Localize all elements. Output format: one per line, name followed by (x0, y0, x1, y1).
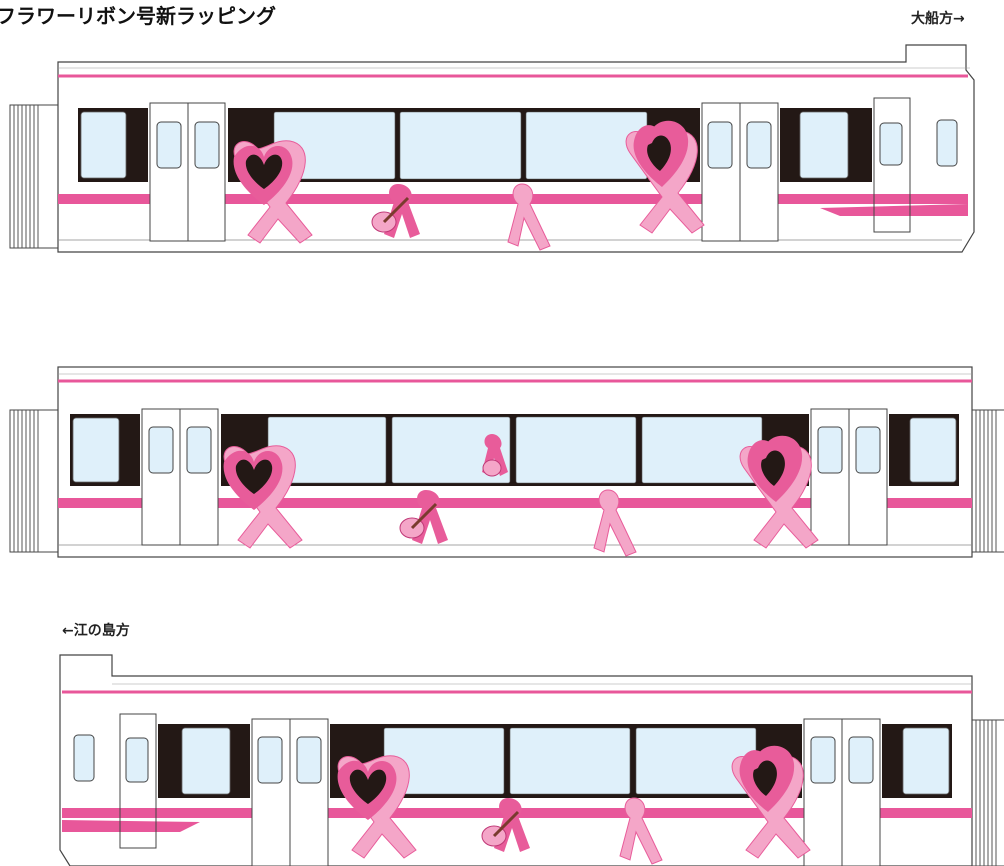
cab-door (873, 97, 911, 233)
small-ribbon-icon (593, 489, 637, 557)
direction-label-ofuna: 大船方→ (911, 11, 965, 27)
pink-ribbon-heart-icon (731, 745, 811, 859)
pink-ribbon-heart-icon (223, 445, 303, 549)
coupler-bellows (971, 719, 1004, 866)
train-car-1 (9, 44, 975, 253)
ukulele-ribbon-icon (482, 434, 508, 477)
coupler-bellows (9, 104, 59, 249)
small-ribbon-icon (619, 797, 663, 865)
ukulele-ribbon-icon (399, 490, 448, 544)
pink-ribbon-heart-icon (625, 120, 705, 234)
cab-door (119, 713, 157, 849)
small-ribbon-icon (507, 183, 551, 251)
pink-ribbon-heart-icon (739, 435, 819, 549)
direction-label-enoshima: ←江の島方 (62, 623, 130, 639)
coupler-bellows (971, 409, 1004, 553)
train-car-3 (59, 654, 1004, 866)
page-title: フラワーリボン号新ラッピング (0, 4, 276, 28)
body-stripe (58, 194, 968, 204)
pink-ribbon-heart-icon (233, 140, 313, 244)
ukulele-ribbon-icon (371, 184, 420, 238)
train-car-2 (9, 366, 1004, 558)
coupler-bellows (9, 409, 59, 553)
body-stripe (58, 498, 972, 508)
pink-ribbon-heart-icon (337, 755, 417, 859)
ukulele-ribbon-icon (481, 798, 530, 852)
